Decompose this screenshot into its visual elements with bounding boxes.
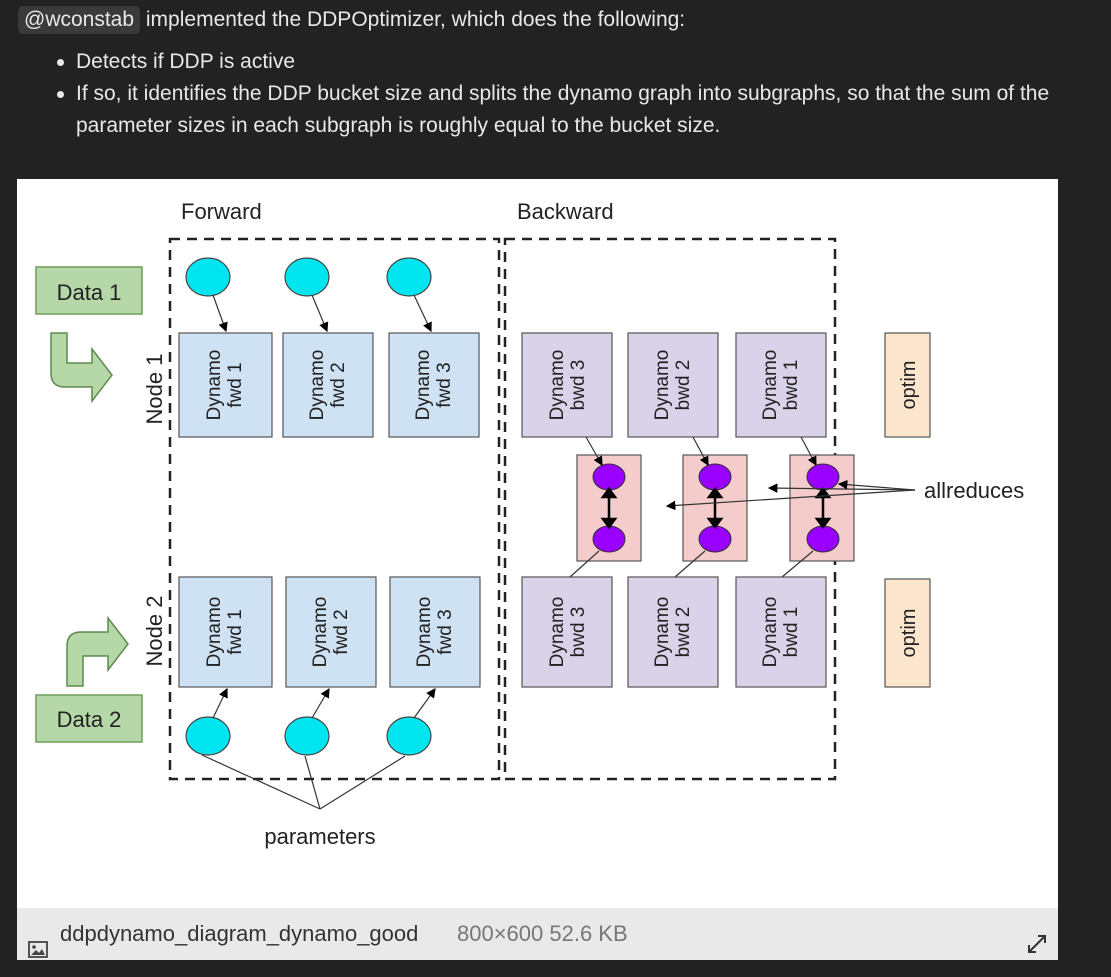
- optim-label: optim: [898, 609, 920, 658]
- data2-label: Data 2: [57, 707, 122, 732]
- fwd-box: [389, 576, 481, 688]
- image-caption-bar: ddpdynamo_diagram_dynamo_good 800×600 52…: [17, 908, 1058, 960]
- bwd-box-line2: bwd 2: [673, 607, 694, 658]
- param-edge: [413, 294, 432, 333]
- fwd-box-line1: Dynamo: [204, 597, 225, 668]
- bwd-box-line1: Dynamo: [652, 350, 673, 421]
- param-node: [284, 716, 330, 756]
- bwd-box: [735, 332, 827, 438]
- backward-container: [503, 237, 837, 781]
- allreduce-dot: [592, 525, 626, 553]
- fwd-box-line1: Dynamo: [307, 350, 328, 421]
- data1-box: [35, 266, 143, 315]
- allreduce-dot: [592, 463, 626, 491]
- post-intro: @wconstab implemented the DDPOptimizer, …: [18, 4, 1108, 142]
- bullet-list: Detects if DDP is active If so, it ident…: [18, 46, 1108, 142]
- bwd-box-line2: bwd 1: [781, 607, 802, 658]
- bwd-box: [735, 576, 827, 688]
- parameters-pointer: [304, 755, 321, 810]
- fwd-box-line2: fwd 2: [331, 609, 352, 654]
- allreduce-dot: [698, 463, 732, 491]
- param-edge: [413, 688, 436, 719]
- fwd-box: [282, 332, 374, 438]
- bwd-box-line1: Dynamo: [547, 350, 568, 421]
- data2-box: [35, 694, 143, 743]
- param-edge: [311, 294, 329, 333]
- param-node: [284, 257, 330, 297]
- param-node: [185, 257, 231, 297]
- fwd-box-line1: Dynamo: [413, 350, 434, 421]
- bullet-item: If so, it identifies the DDP bucket size…: [57, 78, 1108, 142]
- allreduces-label: allreduces: [924, 478, 1024, 503]
- param-edge: [311, 687, 330, 719]
- forward-container: [168, 237, 501, 781]
- backward-label: Backward: [517, 199, 614, 224]
- diagram-figure[interactable]: Forward Backward Data 1 Data 2 Node 1 No…: [17, 179, 1058, 908]
- fwd-box-line2: fwd 1: [225, 362, 246, 407]
- fwd-box-line1: Dynamo: [204, 350, 225, 421]
- data2-arrow-icon: [66, 615, 129, 687]
- bullet-item: Detects if DDP is active: [57, 46, 1108, 78]
- intro-text: implemented the DDPOptimizer, which does…: [145, 8, 686, 31]
- param-node: [185, 716, 231, 756]
- fwd-box: [178, 576, 273, 688]
- image-meta: 800×600 52.6 KB: [457, 921, 628, 946]
- allreduce-arrows: [600, 486, 832, 530]
- bwd-box-line2: bwd 1: [781, 360, 802, 411]
- bwd-box-line1: Dynamo: [652, 597, 673, 668]
- param-edge: [212, 687, 228, 719]
- allreduce-dot: [806, 463, 840, 491]
- fwd-box-line1: Dynamo: [310, 597, 331, 668]
- bwd-box: [521, 576, 613, 688]
- allreduce-pointer: [837, 479, 916, 491]
- bwd-box-line1: Dynamo: [760, 350, 781, 421]
- bwd-edge: [692, 436, 709, 467]
- data1-arrow-icon: [50, 332, 113, 404]
- bwd-box-line2: bwd 3: [568, 360, 589, 411]
- ddp-dynamo-diagram: Forward Backward Data 1 Data 2 Node 1 No…: [35, 199, 1024, 849]
- allreduce-dot: [806, 525, 840, 553]
- allreduce-pointer: [665, 489, 916, 511]
- bwd-edge: [781, 550, 814, 578]
- bwd-edge: [800, 436, 817, 467]
- fwd-box: [388, 332, 480, 438]
- optim-box: [884, 578, 931, 688]
- allreduce-dot: [698, 525, 732, 553]
- bwd-box-line2: bwd 2: [673, 360, 694, 411]
- bwd-edge: [674, 550, 706, 578]
- intro-line: @wconstab implemented the DDPOptimizer, …: [18, 4, 1108, 36]
- bwd-box-line2: bwd 3: [568, 607, 589, 658]
- fwd-box-line2: fwd 2: [328, 362, 349, 407]
- data1-label: Data 1: [57, 280, 122, 305]
- param-edge: [212, 294, 228, 333]
- fwd-box-line2: fwd 3: [434, 362, 455, 407]
- fwd-box: [285, 576, 377, 688]
- bwd-box-line1: Dynamo: [760, 597, 781, 668]
- fwd-box-line2: fwd 3: [435, 609, 456, 654]
- fwd-box-line2: fwd 1: [225, 609, 246, 654]
- user-mention[interactable]: @wconstab: [18, 6, 141, 34]
- optim-label: optim: [898, 361, 920, 410]
- image-filename[interactable]: ddpdynamo_diagram_dynamo_good: [60, 921, 419, 946]
- fwd-box-line1: Dynamo: [414, 597, 435, 668]
- param-node: [386, 257, 432, 297]
- expand-icon[interactable]: [1026, 922, 1048, 974]
- node2-label: Node 2: [142, 596, 167, 667]
- node1-label: Node 1: [142, 354, 167, 425]
- bwd-box-line1: Dynamo: [547, 597, 568, 668]
- forward-label: Forward: [181, 199, 262, 224]
- optim-box: [884, 332, 931, 438]
- parameters-pointer: [319, 755, 406, 810]
- bwd-edge: [569, 550, 600, 578]
- fwd-box: [178, 332, 273, 438]
- image-icon: [28, 925, 48, 977]
- bwd-box: [627, 332, 719, 438]
- parameters-pointer: [201, 754, 321, 810]
- bwd-box: [521, 332, 613, 438]
- param-node: [386, 716, 432, 756]
- bwd-edge: [585, 436, 603, 467]
- bwd-box: [627, 576, 719, 688]
- parameters-label: parameters: [264, 824, 375, 849]
